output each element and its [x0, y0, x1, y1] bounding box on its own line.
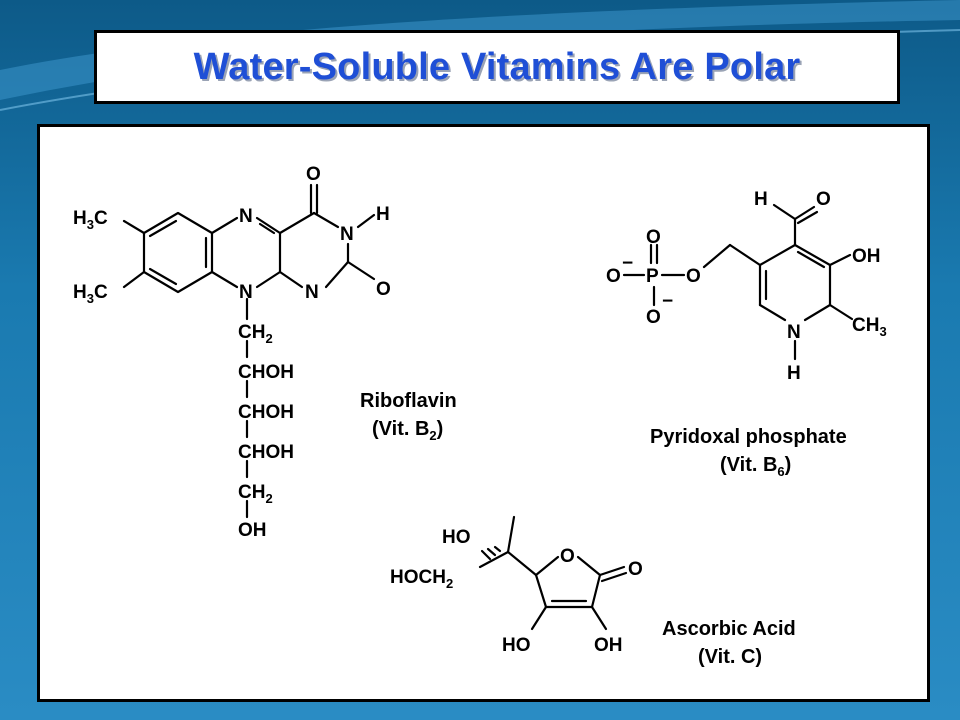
svg-text:HO: HO — [502, 635, 531, 656]
svg-text:O: O — [646, 307, 661, 328]
ascorbic-acid-name: Ascorbic Acid — [662, 618, 796, 640]
svg-text:OH: OH — [238, 520, 267, 541]
svg-text:P: P — [646, 266, 659, 287]
svg-text:CH3: CH3 — [852, 315, 887, 339]
svg-text:H: H — [754, 189, 768, 210]
riboflavin-structure: H3C H3C N N N N H O O CH2 CHOH CHOH CHOH… — [73, 164, 457, 541]
ascorbic-acid-structure: HO HOCH2 O O HO OH Ascorbic Acid (Vit. C… — [390, 515, 796, 668]
svg-text:N: N — [787, 322, 801, 343]
svg-text:O: O — [606, 266, 621, 287]
atom-n: N — [239, 206, 253, 227]
svg-text:HO: HO — [442, 527, 471, 548]
benzene-ring — [142, 211, 214, 294]
svg-text:CHOH: CHOH — [238, 442, 294, 463]
svg-text:−: − — [662, 291, 673, 312]
slide-title: Water-Soluble Vitamins Are Polar — [193, 45, 801, 88]
svg-text:O: O — [560, 546, 575, 567]
riboflavin-name: Riboflavin — [360, 390, 457, 412]
atom-n: N — [305, 282, 319, 303]
pyridoxal-phosphate-structure: H O OH CH3 N H O P O O O − − Pyridoxal p… — [606, 189, 887, 479]
svg-text:O: O — [646, 227, 661, 248]
svg-text:CH2: CH2 — [238, 322, 273, 346]
svg-text:−: − — [622, 253, 633, 274]
riboflavin-alias: (Vit. B2) — [372, 418, 443, 443]
content-panel: H3C H3C N N N N H O O CH2 CHOH CHOH CHOH… — [37, 124, 930, 702]
svg-text:HOCH2: HOCH2 — [390, 567, 453, 591]
pyridoxal-phosphate-alias: (Vit. B6) — [720, 454, 791, 479]
svg-text:H: H — [787, 363, 801, 384]
svg-text:CHOH: CHOH — [238, 362, 294, 383]
molecules-diagram: H3C H3C N N N N H O O CH2 CHOH CHOH CHOH… — [73, 164, 887, 668]
atom-h: H — [376, 204, 390, 225]
svg-text:OH: OH — [852, 246, 881, 267]
atom-n: N — [239, 282, 253, 303]
svg-text:H3C: H3C — [73, 208, 108, 232]
svg-text:O: O — [816, 189, 831, 210]
atom-n: N — [340, 224, 354, 245]
svg-text:CHOH: CHOH — [238, 402, 294, 423]
svg-text:OH: OH — [594, 635, 623, 656]
svg-text:O: O — [686, 266, 701, 287]
svg-text:O: O — [628, 559, 643, 580]
ascorbic-acid-alias: (Vit. C) — [698, 646, 762, 668]
svg-text:CH2: CH2 — [238, 482, 273, 506]
atom-o: O — [306, 164, 321, 185]
title-box: Water-Soluble Vitamins Are Polar — [94, 30, 900, 104]
pyridoxal-phosphate-name: Pyridoxal phosphate — [650, 426, 847, 448]
atom-o: O — [376, 279, 391, 300]
svg-text:H3C: H3C — [73, 282, 108, 306]
